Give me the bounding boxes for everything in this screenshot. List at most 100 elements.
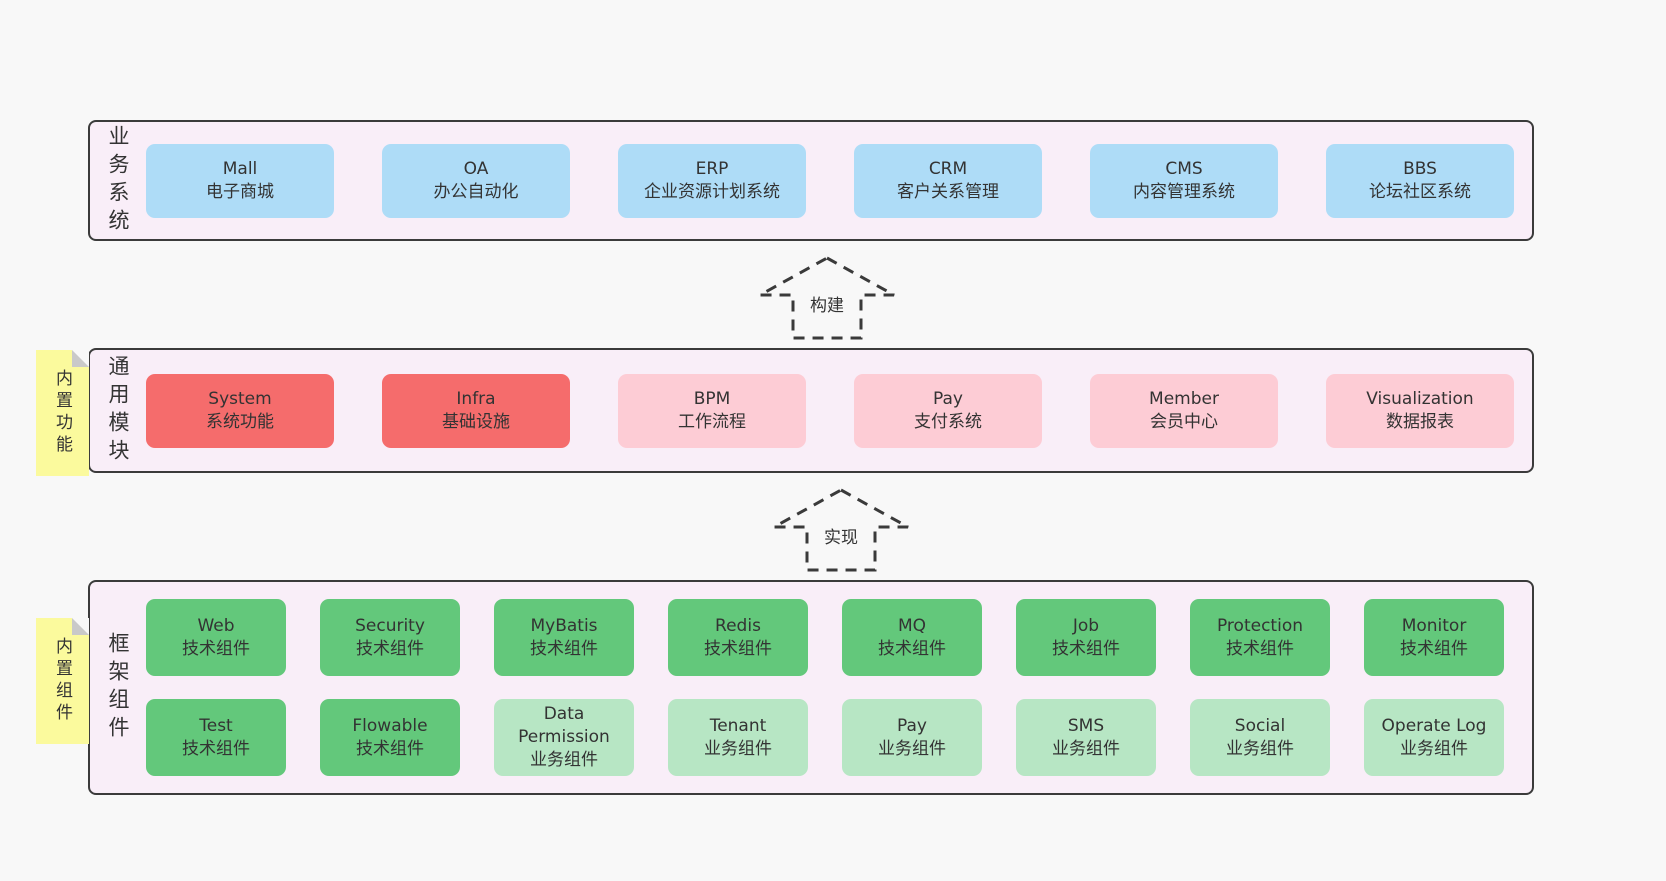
box-subtitle: 基础设施 [442, 411, 510, 432]
box-title: Security [355, 615, 425, 636]
box-tenant: Tenant 业务组件 [668, 699, 808, 776]
box-monitor: Monitor 技术组件 [1364, 599, 1504, 676]
box-subtitle: 工作流程 [678, 411, 746, 432]
box-title: BBS [1403, 158, 1437, 179]
box-redis: Redis 技术组件 [668, 599, 808, 676]
box-flowable: Flowable 技术组件 [320, 699, 460, 776]
build-arrow-label: 构建 [807, 291, 847, 316]
box-title: Monitor [1401, 615, 1467, 636]
build-arrow: 构建 [757, 255, 897, 341]
box-title: MQ [897, 615, 927, 636]
box-title: Mall [222, 158, 258, 179]
box-mybatis: MyBatis 技术组件 [494, 599, 634, 676]
box-subtitle: 技术组件 [1400, 638, 1468, 659]
box-subtitle: 技术组件 [1052, 638, 1120, 659]
box-subtitle: 业务组件 [704, 738, 772, 759]
box-data-permission: Data Permission 业务组件 [494, 699, 634, 776]
box-title: Infra [456, 388, 496, 409]
box-subtitle: 论坛社区系统 [1369, 181, 1471, 202]
box-subtitle: 技术组件 [1226, 638, 1294, 659]
box-title: ERP [695, 158, 729, 179]
box-bpm: BPM 工作流程 [618, 373, 806, 448]
box-mq: MQ 技术组件 [842, 599, 982, 676]
box-pay-component: Pay 业务组件 [842, 699, 982, 776]
box-member: Member 会员中心 [1090, 373, 1278, 448]
box-subtitle: 客户关系管理 [897, 181, 999, 202]
box-subtitle: 办公自动化 [433, 181, 519, 202]
box-subtitle: 内容管理系统 [1133, 181, 1235, 202]
box-security: Security 技术组件 [320, 599, 460, 676]
box-title: Job [1072, 615, 1100, 636]
box-social: Social 业务组件 [1190, 699, 1330, 776]
framework-row-1: Web 技术组件 Security 技术组件 MyBatis 技术组件 Redi… [146, 599, 1510, 676]
box-subtitle: 业务组件 [1226, 738, 1294, 759]
box-oa: OA 办公自动化 [382, 143, 570, 218]
box-test: Test 技术组件 [146, 699, 286, 776]
box-subtitle: 支付系统 [914, 411, 982, 432]
box-subtitle: 技术组件 [356, 738, 424, 759]
box-subtitle: 系统功能 [206, 411, 274, 432]
box-subtitle: 会员中心 [1150, 411, 1218, 432]
implement-arrow: 实现 [771, 487, 911, 573]
box-title: Redis [715, 615, 761, 636]
box-web: Web 技术组件 [146, 599, 286, 676]
box-title: Protection [1216, 615, 1303, 636]
box-subtitle: 技术组件 [182, 738, 250, 759]
box-subtitle: 技术组件 [878, 638, 946, 659]
common-modules-boxes: System 系统功能 Infra 基础设施 BPM 工作流程 Pay 支付系统… [146, 373, 1536, 448]
box-cms: CMS 内容管理系统 [1090, 143, 1278, 218]
box-subtitle: 企业资源计划系统 [644, 181, 780, 202]
box-subtitle: 技术组件 [530, 638, 598, 659]
box-title: CRM [928, 158, 968, 179]
box-job: Job 技术组件 [1016, 599, 1156, 676]
box-title: OA [463, 158, 489, 179]
box-subtitle: 技术组件 [182, 638, 250, 659]
framework-components-label: 框架组件 [106, 631, 130, 744]
box-title: Tenant [709, 715, 767, 736]
box-title: Visualization [1366, 388, 1474, 409]
box-title: Flowable [352, 715, 428, 736]
box-protection: Protection 技术组件 [1190, 599, 1330, 676]
box-title: Pay [897, 715, 927, 736]
box-title: Web [197, 615, 235, 636]
box-title: Social [1234, 715, 1286, 736]
box-subtitle: 业务组件 [878, 738, 946, 759]
framework-row-2: Test 技术组件 Flowable 技术组件 Data Permission … [146, 699, 1510, 776]
box-title: Member [1149, 388, 1219, 409]
box-title: MyBatis [530, 615, 598, 636]
business-systems-label: 业务系统 [106, 124, 130, 237]
box-operate-log: Operate Log 业务组件 [1364, 699, 1504, 776]
common-modules-label: 通用模块 [106, 354, 130, 467]
box-subtitle: 数据报表 [1386, 411, 1454, 432]
box-subtitle: 业务组件 [1052, 738, 1120, 759]
box-mall: Mall 电子商城 [146, 143, 334, 218]
box-crm: CRM 客户关系管理 [854, 143, 1042, 218]
box-erp: ERP 企业资源计划系统 [618, 143, 806, 218]
dashed-up-arrow-icon [759, 256, 895, 340]
box-pay-module: Pay 支付系统 [854, 373, 1042, 448]
box-title: SMS [1067, 715, 1105, 736]
common-modules-panel: 通用模块 System 系统功能 Infra 基础设施 BPM 工作流程 Pay… [88, 348, 1534, 473]
box-title: System [208, 388, 272, 409]
dashed-up-arrow-icon [773, 488, 909, 572]
framework-components-rows: Web 技术组件 Security 技术组件 MyBatis 技术组件 Redi… [146, 599, 1532, 776]
box-bbs: BBS 论坛社区系统 [1326, 143, 1514, 218]
box-title: Test [199, 715, 233, 736]
sticky-note-built-in-components: 内置组件 [36, 618, 89, 744]
box-title: Operate Log [1381, 715, 1487, 736]
box-title: Data Permission [518, 704, 610, 748]
box-title: Pay [933, 388, 963, 409]
box-subtitle: 技术组件 [704, 638, 772, 659]
sticky-note-built-in-features: 内置功能 [36, 350, 89, 476]
box-title: CMS [1165, 158, 1203, 179]
box-infra: Infra 基础设施 [382, 373, 570, 448]
box-system: System 系统功能 [146, 373, 334, 448]
implement-arrow-label: 实现 [821, 523, 861, 548]
box-subtitle: 技术组件 [356, 638, 424, 659]
business-systems-boxes: Mall 电子商城 OA 办公自动化 ERP 企业资源计划系统 CRM 客户关系… [146, 143, 1536, 218]
box-visualization: Visualization 数据报表 [1326, 373, 1514, 448]
framework-components-panel: 框架组件 Web 技术组件 Security 技术组件 MyBatis 技术组件… [88, 580, 1534, 795]
box-sms: SMS 业务组件 [1016, 699, 1156, 776]
box-subtitle: 业务组件 [530, 749, 598, 770]
box-subtitle: 电子商城 [206, 181, 274, 202]
